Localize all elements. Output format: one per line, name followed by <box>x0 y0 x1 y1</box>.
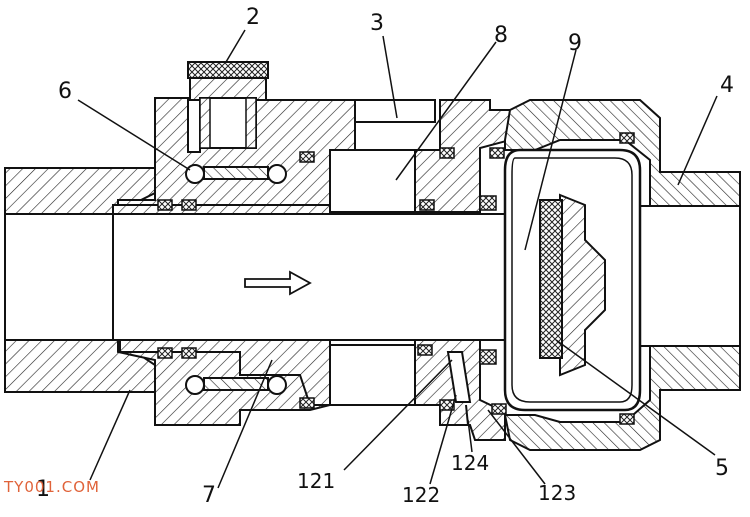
leader-lines <box>77 29 718 489</box>
outlet-bore <box>639 205 741 347</box>
callout-8: 8 <box>494 23 508 48</box>
callout-123: 123 <box>538 481 576 505</box>
callout-6: 6 <box>58 79 72 104</box>
o-rings <box>157 132 635 425</box>
callout-9: 9 <box>568 31 582 56</box>
callout-5: 5 <box>715 456 729 481</box>
callout-124: 124 <box>451 451 489 475</box>
callout-3: 3 <box>370 11 384 36</box>
callout-labels: 1 2 3 4 5 6 7 8 9 121 122 123 124 <box>36 5 734 508</box>
flow-arrow <box>244 270 312 296</box>
cap-2 <box>187 61 269 149</box>
flow-channel <box>112 213 506 341</box>
callout-122: 122 <box>402 483 440 507</box>
watermark-text: TY001.COM <box>3 478 100 496</box>
inlet-bore <box>4 213 114 341</box>
check-valve-9 <box>503 148 642 412</box>
filter-screen-5 <box>539 199 563 359</box>
cavity-8 <box>329 149 416 406</box>
callout-2: 2 <box>246 5 260 30</box>
callout-121: 121 <box>297 469 335 493</box>
callout-1: 1 <box>36 477 50 502</box>
callout-7: 7 <box>202 483 216 508</box>
union-nut-lower <box>503 345 741 451</box>
port-3 <box>354 99 436 123</box>
callout-4: 4 <box>720 73 734 98</box>
ball-bearings-6 <box>185 164 287 395</box>
